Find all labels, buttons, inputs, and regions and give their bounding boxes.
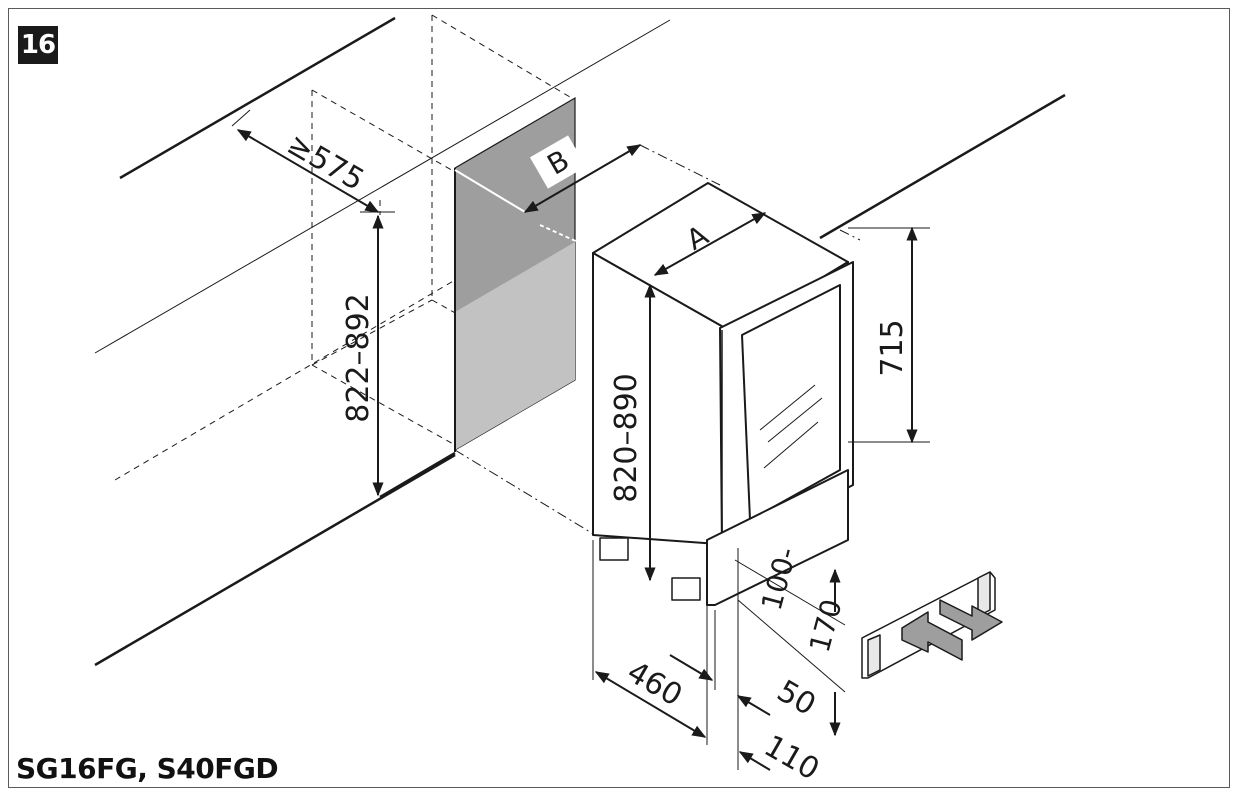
label-plinth-depth: 110 — [758, 729, 825, 788]
foot-left — [599, 537, 629, 561]
glass-reflection — [759, 384, 823, 469]
rail-top — [454, 169, 526, 213]
figure-number-badge: 16 — [18, 26, 58, 64]
label-b-badge: B — [529, 135, 587, 189]
label-niche-height: 822–892 — [341, 293, 376, 423]
extension-line — [231, 109, 251, 127]
label-plinth-offset: 50 — [771, 674, 822, 723]
plinth-grille-detail — [861, 571, 1003, 679]
projection-line — [639, 144, 721, 186]
appliance-body — [592, 182, 854, 606]
dim-offset-right — [736, 695, 771, 716]
dim-offset-left — [669, 654, 714, 681]
extension-lines — [231, 109, 930, 770]
model-label: SG16FG, S40FGD — [16, 752, 279, 785]
dim-depth — [594, 671, 707, 738]
dim-plinth-depth — [738, 751, 771, 771]
push-arrow-right-icon — [939, 599, 1003, 641]
label-door-height: 715 — [875, 319, 910, 376]
push-arrow-left-icon — [901, 611, 963, 661]
hidden-line — [114, 279, 456, 481]
figure-frame — [8, 8, 1230, 788]
hidden-line — [311, 89, 456, 173]
floor-step — [379, 451, 456, 499]
reflection-line — [759, 384, 816, 431]
extension-line — [737, 599, 846, 693]
reflection-line — [767, 397, 823, 443]
worktop-back-edge — [119, 16, 396, 180]
hidden-line — [311, 364, 456, 446]
grille-end-right — [977, 571, 991, 617]
reflection-line — [763, 421, 819, 469]
dim-depth-min — [236, 129, 380, 213]
cabinet-outline — [94, 16, 1066, 667]
floor-left-edge — [94, 453, 456, 667]
label-appliance-height: 820–890 — [609, 373, 644, 503]
projection-line — [454, 449, 596, 536]
door-glass — [741, 284, 841, 521]
plinth — [706, 469, 849, 606]
extension-line — [734, 559, 846, 626]
worktop-front-edge — [94, 19, 671, 354]
dim-b — [523, 144, 642, 213]
right-worktop-edge — [819, 93, 1066, 240]
dimension-arrows — [236, 129, 918, 771]
hidden-line — [431, 14, 576, 101]
hidden-line — [311, 299, 433, 366]
dim-a — [653, 212, 767, 276]
label-min-depth: ≥575 — [281, 127, 370, 199]
foot-right — [671, 577, 701, 601]
label-depth: 460 — [621, 655, 688, 714]
rail-bottom — [539, 224, 581, 244]
projection-line — [839, 229, 861, 241]
label-b-background — [529, 135, 587, 189]
niche-back-lower — [455, 242, 575, 450]
grille-end-left — [867, 634, 881, 677]
projection-lines — [454, 144, 861, 536]
